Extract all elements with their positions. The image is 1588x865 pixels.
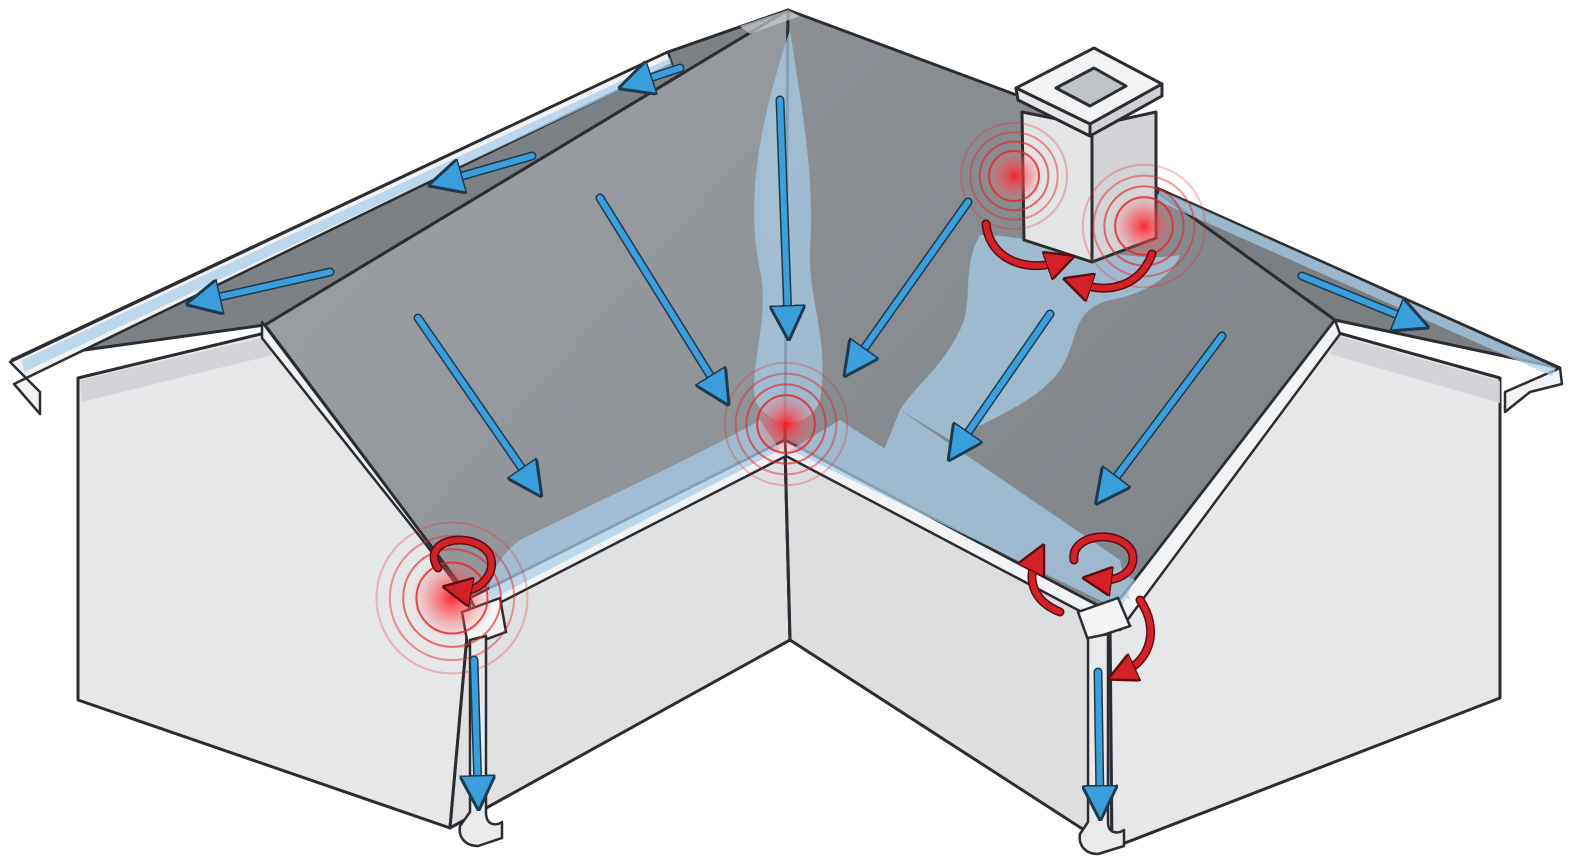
hotspot-ring — [969, 131, 1059, 221]
hotspot-ring — [734, 372, 838, 476]
hotspot-ring — [756, 394, 816, 454]
hotspot-icon — [959, 121, 1069, 231]
flow-arrow-eave-2 — [448, 153, 535, 180]
hotspot-ring — [1081, 163, 1207, 289]
hotspot-ring — [988, 150, 1040, 202]
hotspot-ring — [402, 548, 502, 648]
flow-arrow-right-eave — [1299, 273, 1410, 320]
hotspot-ring — [959, 121, 1069, 231]
chimney-flue — [1054, 66, 1128, 108]
flow-arrow-valley — [780, 97, 788, 320]
hotspot-ring — [978, 140, 1050, 212]
swirl-arrow-chimney-right — [1080, 251, 1155, 288]
swirl-arrow-right-gutter-down — [1124, 597, 1154, 672]
swirl-arrow-left-gutter — [431, 537, 495, 590]
hotspot-glow — [1111, 193, 1177, 259]
hotspot-ring — [415, 561, 489, 635]
hotspot-ring — [1114, 196, 1174, 256]
hotspot-ring — [388, 534, 516, 662]
hotspot-icon — [723, 361, 849, 487]
soffit-shading — [80, 336, 1500, 403]
flow-arrow-right-face-1 — [856, 199, 971, 360]
hotspot-icon — [1081, 163, 1207, 289]
swirl-arrow-right-gutter-up — [1032, 560, 1063, 615]
chimney — [1014, 46, 1164, 264]
swirl-arrow-chimney-left — [983, 221, 1058, 266]
flow-arrow-right-face-3 — [1108, 333, 1225, 488]
flow-arrow-left-face-2 — [597, 195, 718, 388]
flow-arrow-right-face-2 — [960, 311, 1053, 444]
hotspot-ring — [375, 521, 529, 675]
house-walls — [76, 330, 1502, 850]
hotspot-ring — [745, 383, 827, 465]
flow-arrows — [206, 68, 1410, 800]
flow-arrow-left-downspout — [474, 657, 478, 790]
chimney-cap-front-right — [1088, 82, 1164, 138]
hotspot-glow — [753, 391, 819, 457]
ridge-highlight — [740, 10, 800, 34]
hotspot-glow — [411, 557, 493, 639]
hotspot-glow — [985, 147, 1043, 205]
hotspot-ring — [723, 361, 849, 487]
hotspot-ring — [1092, 174, 1196, 278]
flow-arrow-right-downspout — [1098, 669, 1100, 800]
flow-arrow-eave-1 — [638, 68, 683, 82]
swirl-arrow-right-gutter — [1070, 533, 1136, 580]
swirl-arrows — [429, 219, 1157, 672]
flow-arrow-eave-3 — [206, 269, 333, 300]
flow-arrow-left-face-1 — [415, 315, 530, 480]
